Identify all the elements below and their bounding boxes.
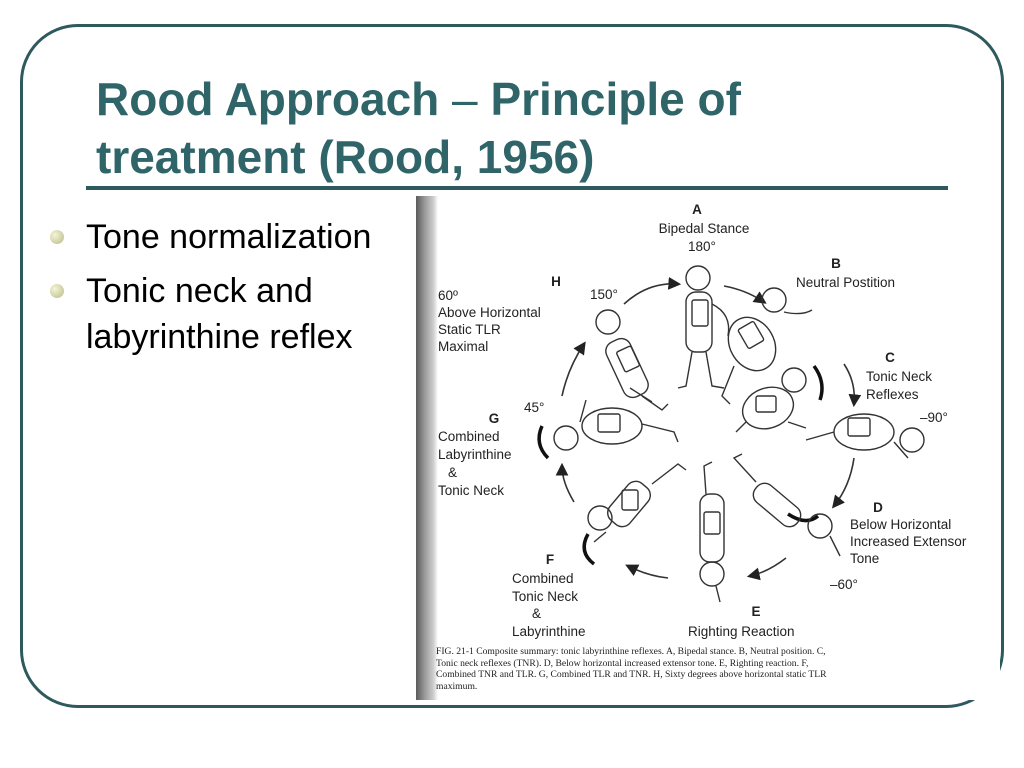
label-c-angle: –90° — [920, 410, 948, 425]
label-f-line2: Tonic Neck — [512, 589, 578, 604]
figure-d-extensor — [732, 453, 841, 557]
arrow-a-to-b — [723, 285, 767, 304]
slide-title: Rood Approach – Principle of treatment (… — [96, 70, 896, 186]
bullet-text: Tonic neck and labyrinthine reflex — [86, 272, 353, 356]
bullet-list: Tone normalization Tonic neck and labyri… — [48, 214, 418, 368]
label-c-line2: Reflexes — [866, 387, 919, 402]
bullet-item: Tonic neck and labyrinthine reflex — [48, 268, 418, 360]
arrow-c-to-d — [832, 457, 855, 509]
reflex-figure: A Bipedal Stance 180° B Neutral Postitio… — [416, 196, 1000, 700]
label-f-line4: Labyrinthine — [512, 624, 586, 639]
label-a-line2: 180° — [688, 239, 716, 254]
title-part1: Rood Approach — [96, 73, 440, 125]
arc-d — [787, 512, 820, 523]
label-a-letter: A — [692, 202, 702, 217]
label-g-line2: Labyrinthine — [438, 447, 512, 462]
label-h-line4: Maximal — [438, 339, 488, 354]
title-dash: – — [439, 73, 491, 125]
arrow-d-to-e — [746, 557, 787, 581]
label-h-letter: H — [551, 274, 561, 289]
figure-e-righting — [699, 461, 725, 603]
label-g-angle: 45° — [524, 400, 544, 415]
bullet-item: Tone normalization — [48, 214, 418, 260]
slide-frame — [20, 24, 1004, 708]
figure-c-tonic-neck — [735, 367, 807, 433]
figure-c-prone — [805, 413, 925, 459]
label-b-letter: B — [831, 256, 841, 271]
label-d-letter: D — [873, 500, 883, 515]
arrow-h-to-a — [623, 276, 682, 305]
label-d-line2: Increased Extensor — [850, 534, 967, 549]
label-f-line1: Combined — [512, 571, 574, 586]
label-d-line1: Below Horizontal — [850, 517, 951, 532]
figure-f-combined — [587, 463, 687, 543]
label-e-letter: E — [751, 604, 760, 619]
bullet-text: Tone normalization — [86, 218, 372, 256]
label-e-line1: Righting Reaction — [688, 624, 795, 639]
label-h-line3: Static TLR — [438, 322, 501, 337]
title-underline — [86, 186, 948, 190]
label-g-letter: G — [489, 411, 500, 426]
label-h-angle: 150° — [590, 287, 618, 302]
figure-g-combined — [553, 399, 679, 451]
arc-g — [537, 425, 550, 460]
arrow-e-to-f — [625, 564, 669, 579]
label-h-line1: 60º — [438, 288, 458, 303]
label-c-letter: C — [885, 350, 895, 365]
label-h-line2: Above Horizontal — [438, 305, 541, 320]
label-d-line3: Tone — [850, 551, 879, 566]
figure-shadow-edge — [416, 196, 438, 700]
bullet-dot-icon — [50, 284, 64, 298]
label-a-line1: Bipedal Stance — [659, 221, 750, 236]
arrow-g-to-h — [561, 341, 586, 397]
figure-h-sixty — [595, 309, 669, 411]
label-f-letter: F — [546, 552, 554, 567]
infant-figures — [553, 265, 925, 603]
reflex-diagram: A Bipedal Stance 180° B Neutral Postitio… — [438, 202, 967, 639]
figure-caption: FIG. 21-1 Composite summary: tonic labyr… — [436, 646, 827, 692]
label-g-line1: Combined — [438, 429, 500, 444]
bullet-dot-icon — [50, 230, 64, 244]
label-b-line1: Neutral Postition — [796, 275, 895, 290]
arc-f — [582, 533, 596, 566]
label-g-line3: & — [448, 465, 457, 480]
label-c-line1: Tonic Neck — [866, 369, 932, 384]
arrow-b-to-c — [843, 363, 862, 408]
figure-b-neutral — [721, 287, 813, 405]
label-f-line3: & — [532, 606, 541, 621]
label-g-line4: Tonic Neck — [438, 483, 504, 498]
label-d-angle: –60° — [830, 577, 858, 592]
arrow-f-to-g — [555, 462, 575, 503]
title-part2: Principle of treatment (Rood, 1956) — [96, 73, 741, 183]
cycle-arrows — [555, 276, 862, 581]
rotation-arcs — [537, 364, 824, 566]
figure-a-standing — [677, 265, 730, 389]
arc-c — [812, 364, 824, 401]
